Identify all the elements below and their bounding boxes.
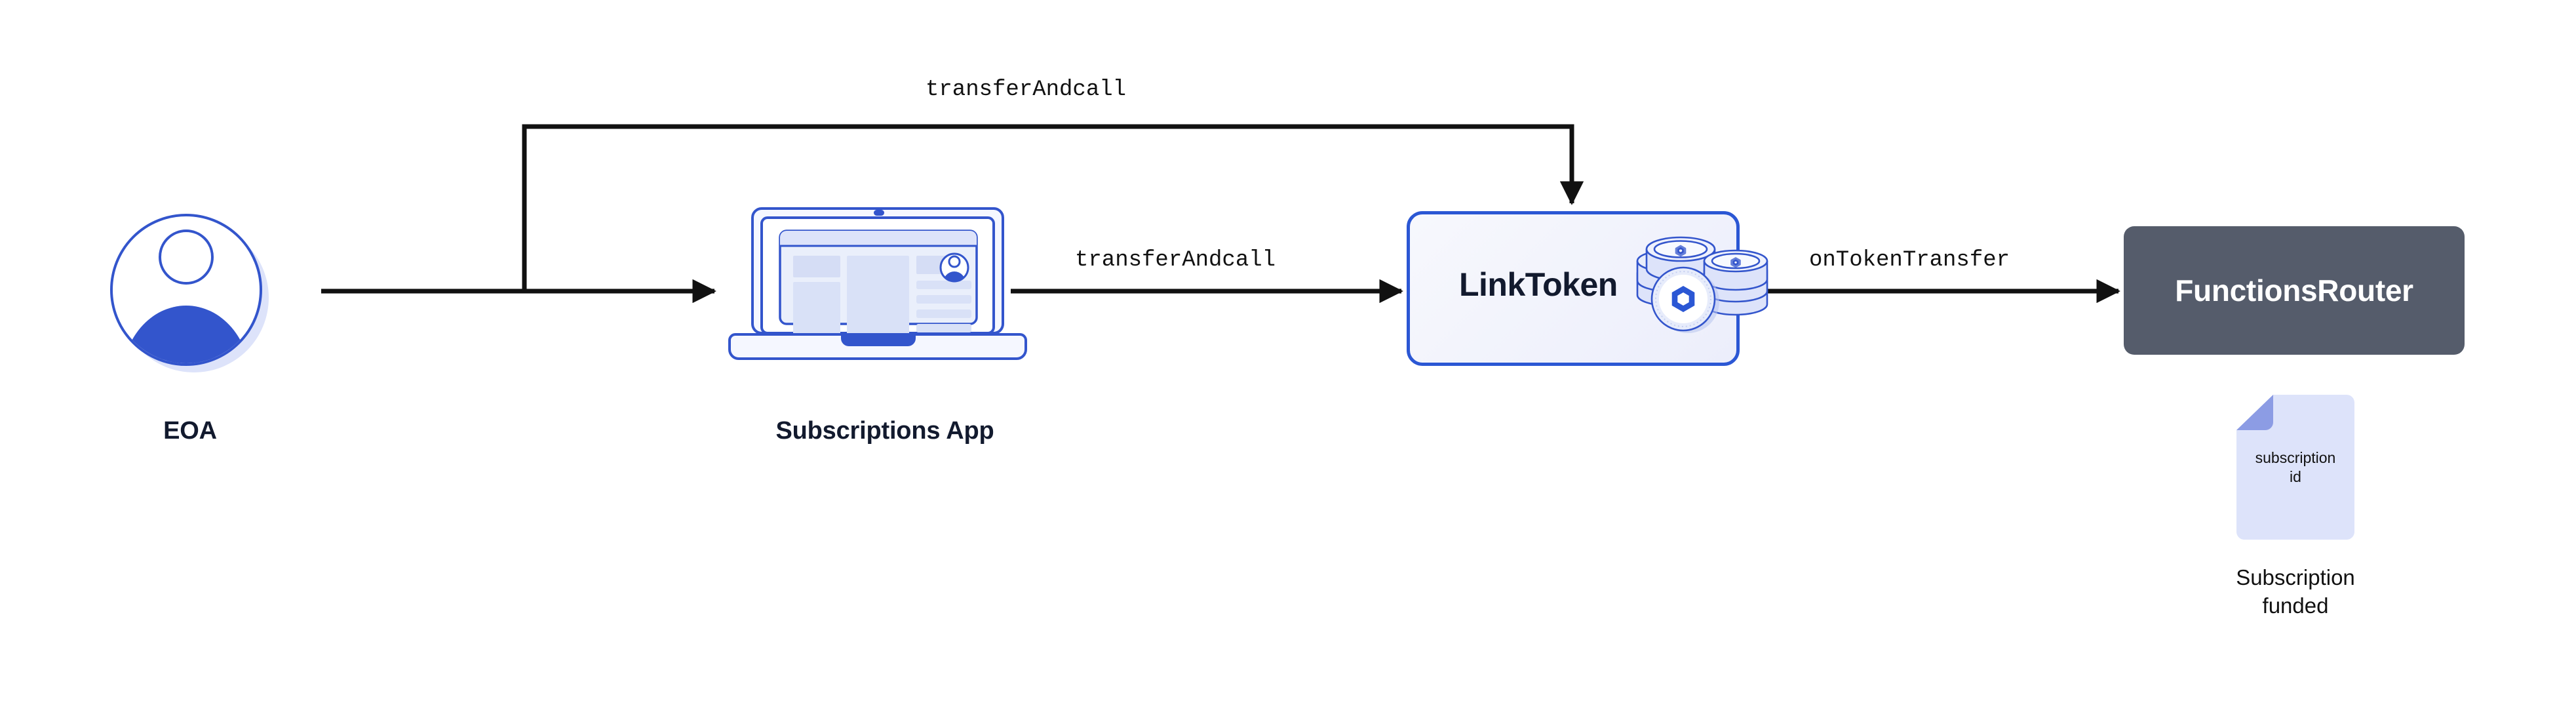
node-functions-router-label: FunctionsRouter	[2175, 273, 2413, 308]
node-subscriptions-app[interactable]	[721, 203, 1049, 393]
document-icon	[2236, 395, 2354, 540]
node-subscriptions-app-label: Subscriptions App	[775, 417, 994, 445]
edge-label-transferandcall-top: transferAndcall	[926, 77, 1127, 102]
node-eoa[interactable]	[105, 209, 275, 379]
subscription-caption-line-2: funded	[2262, 593, 2329, 618]
user-avatar-icon	[110, 214, 269, 372]
laptop-icon	[728, 207, 1027, 360]
subscription-caption-line-1: Subscription	[2236, 565, 2355, 589]
node-functions-router[interactable]	[2124, 226, 2465, 355]
node-linktoken-label: LinkToken	[1459, 266, 1618, 303]
edge-label-ontokentransfer: onTokenTransfer	[1809, 248, 2010, 273]
link-coins-icon	[1632, 229, 1770, 348]
node-subscription-document[interactable]	[2236, 393, 2354, 541]
subscription-funded-caption: Subscription funded	[2164, 564, 2427, 620]
edge-eoa-to-linktoken-top	[522, 124, 1584, 291]
edge-label-transferandcall-mid: transferAndcall	[1075, 248, 1276, 273]
node-eoa-label: EOA	[163, 417, 217, 445]
